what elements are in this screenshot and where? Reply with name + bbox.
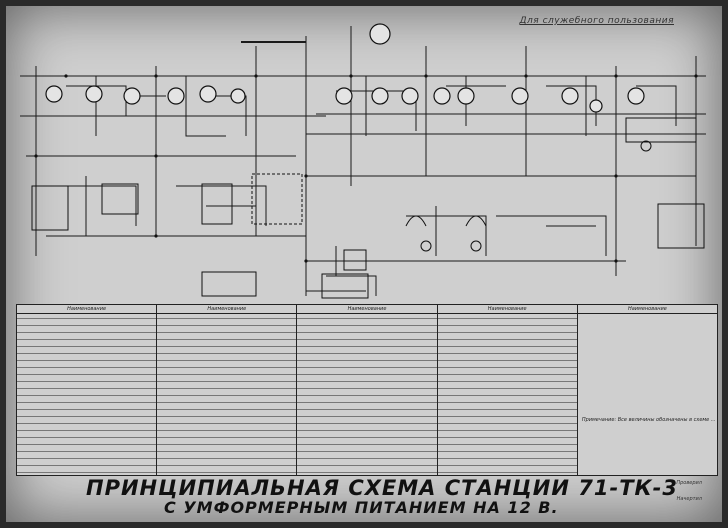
column-heading: Наименование	[17, 305, 157, 314]
signature-drawn: Начертил	[676, 496, 702, 502]
circuit-schematic	[20, 23, 706, 299]
parts-column: Наименование	[297, 305, 438, 475]
column-heading: Наименование	[297, 305, 437, 314]
parts-column: Наименование	[157, 305, 298, 475]
schematic-wiring	[20, 26, 706, 296]
terminal-dots	[34, 74, 698, 263]
parts-column: Наименование	[17, 305, 158, 475]
vacuum-tubes	[45, 23, 645, 113]
column-heading: Наименование	[577, 305, 718, 314]
title-block: ПРИНЦИПИАЛЬНАЯ СХЕМА СТАНЦИИ 71-ТК-3 С У…	[16, 474, 716, 520]
signature-checked: Проверил	[676, 480, 702, 486]
schematic-sheet: Для служебного пользования Наименование …	[6, 6, 722, 522]
table-note: Примечание: Все величины обозначены в сх…	[581, 417, 716, 423]
classification-stamp: Для служебного пользования	[519, 16, 674, 26]
drawing-subtitle: С УМФОРМЕРНЫМ ПИТАНИЕМ НА 12 В.	[164, 498, 559, 517]
drawing-title: ПРИНЦИПИАЛЬНАЯ СХЕМА СТАНЦИИ 71-ТК-3	[86, 476, 679, 500]
parts-list-table: Наименование Наименование Наименование Н…	[16, 304, 718, 476]
column-heading: Наименование	[437, 305, 577, 314]
parts-column: Наименование Примечание: Все величины об…	[577, 305, 718, 475]
component-blocks	[31, 117, 705, 299]
parts-column: Наименование	[437, 305, 578, 475]
column-heading: Наименование	[157, 305, 297, 314]
